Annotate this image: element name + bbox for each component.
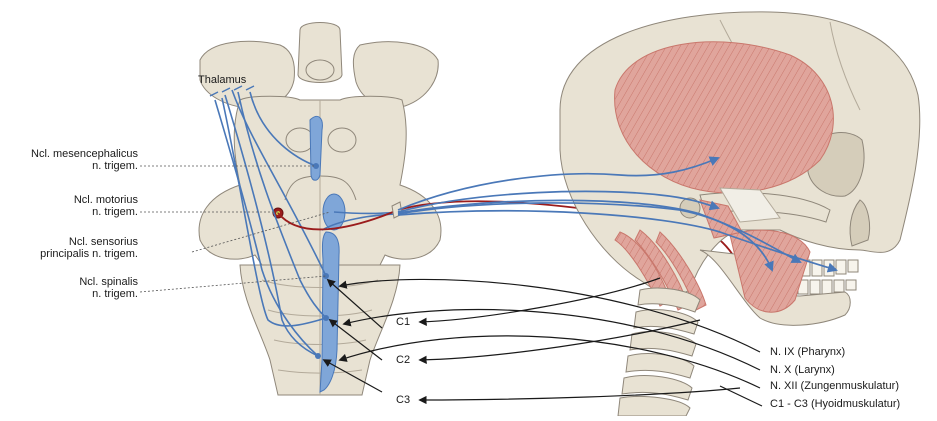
label-ncl-spinalis-line2: n. trigem. <box>10 288 138 300</box>
label-ncl-sensorius: Ncl. sensorius principalis n. trigem. <box>10 236 138 260</box>
label-n-x: N. X (Larynx) <box>770 364 835 376</box>
label-ncl-mesencephalicus: Ncl. mesencephalicus n. trigem. <box>10 148 138 172</box>
pineal-body <box>306 60 334 80</box>
label-ncl-sensorius-line1: Ncl. sensorius <box>10 236 138 248</box>
label-ncl-motorius-line1: Ncl. motorius <box>10 194 138 206</box>
label-c1-c3: C1 - C3 (Hyoidmuskulatur) <box>770 398 900 410</box>
label-ncl-motorius-line2: n. trigem. <box>10 206 138 218</box>
label-thalamus: Thalamus <box>198 74 246 86</box>
label-ncl-mesencephalicus-line2: n. trigem. <box>10 160 138 172</box>
label-c1: C1 <box>396 316 410 328</box>
ncl-mesencephalicus-shape <box>310 116 322 180</box>
label-ncl-mesencephalicus-line1: Ncl. mesencephalicus <box>10 148 138 160</box>
lower-teeth <box>798 280 856 294</box>
label-ncl-spinalis-line1: Ncl. spinalis <box>10 276 138 288</box>
cervical-spine <box>618 288 700 416</box>
colliculus-upper-right <box>328 128 356 152</box>
label-ncl-spinalis: Ncl. spinalis n. trigem. <box>10 276 138 300</box>
label-n-xii: N. XII (Zungenmuskulatur) <box>770 380 899 392</box>
label-c3: C3 <box>396 394 410 406</box>
label-ncl-sensorius-line2: principalis n. trigem. <box>10 248 138 260</box>
label-n-ix: N. IX (Pharynx) <box>770 346 845 358</box>
label-ncl-motorius: Ncl. motorius n. trigem. <box>10 194 138 218</box>
label-c2: C2 <box>396 354 410 366</box>
